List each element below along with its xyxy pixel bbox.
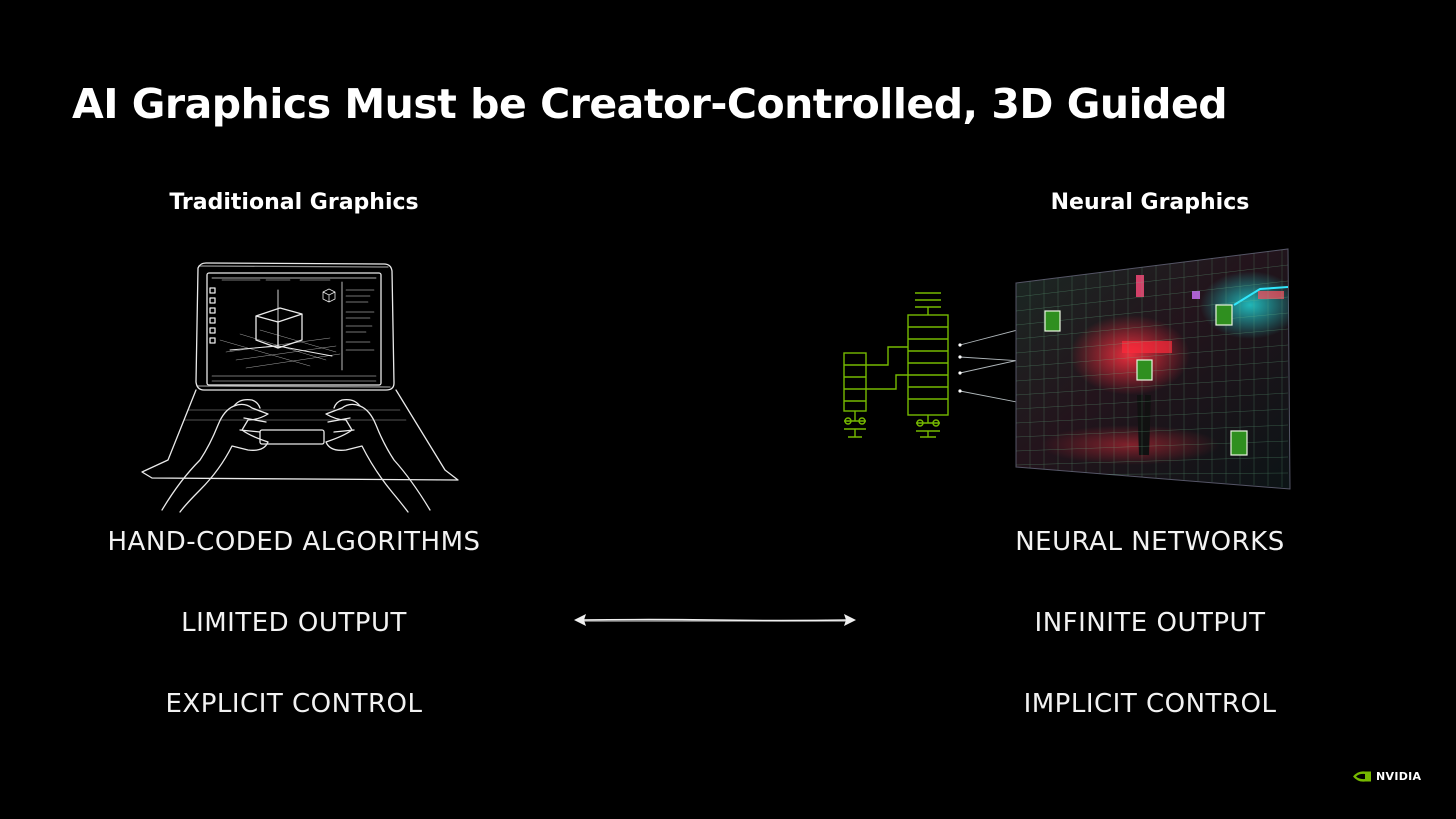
right-item-neural-networks: NEURAL NETWORKS xyxy=(1015,527,1285,557)
nvidia-logo: NVIDIA xyxy=(1352,770,1421,783)
neural-network-scene-icon xyxy=(843,248,1291,490)
slide-title: AI Graphics Must be Creator-Controlled, … xyxy=(72,80,1228,128)
double-arrow-icon xyxy=(574,614,856,626)
left-item-hand-coded-algorithms: HAND-CODED ALGORITHMS xyxy=(107,527,481,557)
neural-graphics-heading: Neural Graphics xyxy=(1050,190,1250,215)
right-item-implicit-control: IMPLICIT CONTROL xyxy=(1023,689,1277,719)
left-item-explicit-control: EXPLICIT CONTROL xyxy=(165,689,423,719)
right-item-infinite-output: INFINITE OUTPUT xyxy=(1034,608,1266,638)
traditional-graphics-heading: Traditional Graphics xyxy=(169,190,419,215)
left-item-limited-output: LIMITED OUTPUT xyxy=(181,608,407,638)
nvidia-logo-text: NVIDIA xyxy=(1376,770,1422,783)
laptop-sketch-icon xyxy=(141,262,459,513)
nvidia-eye-icon xyxy=(1353,771,1371,782)
